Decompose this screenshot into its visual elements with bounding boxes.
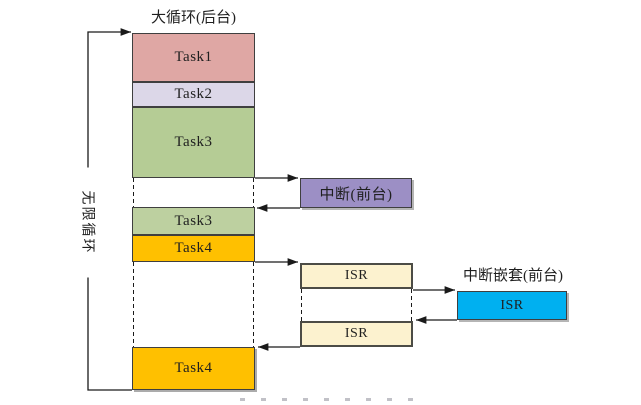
background-loop-title: 大循环(后台) [151, 9, 236, 26]
isr-first-slice-box: ISR [300, 263, 413, 289]
task3-resumed-box: Task3 [132, 207, 255, 235]
nested-interrupt-title: 中断嵌套(前台) [463, 268, 563, 284]
isr-second-slice-box: ISR [300, 321, 413, 347]
cropped-caption-remnant [240, 398, 426, 401]
infinite-loop-label: 无限循环 [79, 167, 99, 278]
task2-box: Task2 [132, 82, 255, 107]
nested-isr-box: ISR [457, 291, 567, 320]
task1-box: Task1 [132, 33, 255, 82]
task3-box: Task3 [132, 107, 255, 178]
interrupt-foreground-box: 中断(前台) [300, 178, 412, 208]
task4-box: Task4 [132, 235, 255, 262]
task4-resumed-box: Task4 [132, 347, 255, 390]
